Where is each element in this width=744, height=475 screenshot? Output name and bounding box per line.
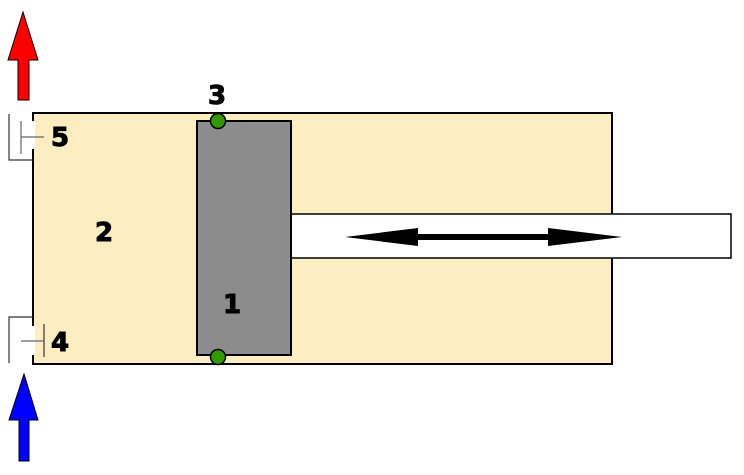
piston: [196, 120, 292, 356]
label-bottom-port: 4: [51, 328, 69, 358]
top-port-opening: [31, 121, 35, 149]
outflow-arrow-up-icon: [7, 10, 39, 101]
top-port: [8, 114, 44, 161]
label-top-port: 5: [51, 123, 69, 153]
label-top-seal: 3: [208, 81, 226, 111]
top-seal: [209, 112, 227, 130]
bottom-seal: [209, 348, 227, 366]
label-chamber: 2: [95, 218, 113, 248]
inflow-arrow-up-icon: [8, 372, 39, 462]
bottom-port: [8, 316, 45, 363]
double-arrow-horizontal-icon: [345, 228, 622, 246]
label-piston: 1: [223, 290, 241, 320]
